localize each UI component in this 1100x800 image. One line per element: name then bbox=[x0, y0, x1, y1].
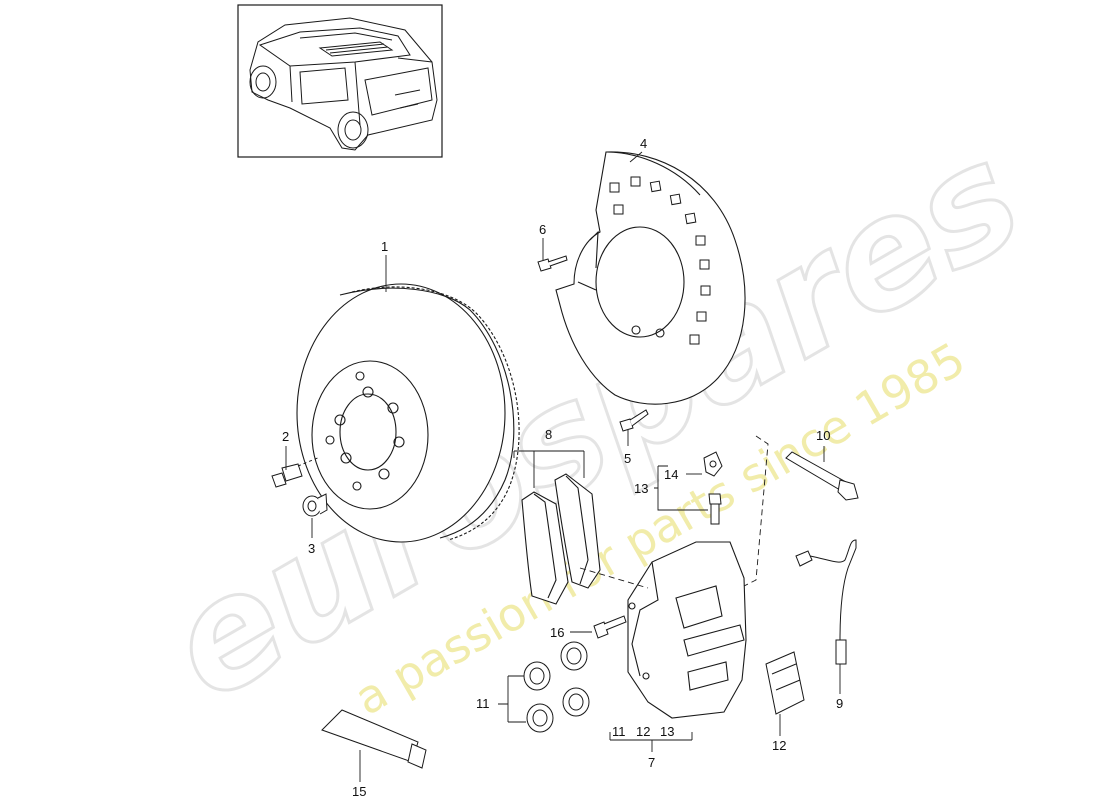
caliper-bolt-10 bbox=[785, 451, 859, 501]
brake-caliper bbox=[627, 541, 747, 719]
watermark-brand: eurospares bbox=[140, 110, 1048, 735]
wear-sensor-9 bbox=[795, 539, 857, 665]
screw-5 bbox=[619, 409, 649, 432]
screw-6 bbox=[537, 255, 568, 272]
pad-spring-12 bbox=[765, 651, 805, 715]
callout-6: 6 bbox=[539, 222, 546, 237]
piston-seals bbox=[523, 641, 590, 733]
leader-lines bbox=[285, 151, 841, 782]
vehicle-thumbnail bbox=[237, 4, 443, 158]
callout-1: 1 bbox=[381, 239, 388, 254]
grease-tube-15 bbox=[321, 709, 427, 769]
callout-16: 16 bbox=[550, 625, 564, 640]
callout-4: 4 bbox=[640, 136, 647, 151]
callout-9: 9 bbox=[836, 696, 843, 711]
suv-illustration bbox=[249, 17, 438, 151]
callouts: 1 2 3 4 5 6 7 8 9 10 11 12 13 14 15 16 1… bbox=[282, 136, 843, 799]
callout-7-sub-13: 13 bbox=[660, 724, 674, 739]
bolt-16 bbox=[593, 615, 627, 639]
callout-15: 15 bbox=[352, 784, 366, 799]
brake-pad-set bbox=[521, 473, 601, 605]
dust-shield bbox=[555, 151, 746, 405]
callout-2: 2 bbox=[282, 429, 289, 444]
callout-14: 14 bbox=[664, 467, 678, 482]
callout-5: 5 bbox=[624, 451, 631, 466]
bracket-14 bbox=[703, 451, 723, 477]
callout-7-sub-11: 11 bbox=[612, 724, 626, 739]
callout-10: 10 bbox=[816, 428, 830, 443]
thumbnail-frame bbox=[237, 4, 443, 158]
callout-13: 13 bbox=[634, 481, 648, 496]
shield-vent-slots bbox=[609, 176, 711, 345]
callout-8: 8 bbox=[545, 427, 552, 442]
plug-3 bbox=[302, 493, 328, 517]
callout-7: 7 bbox=[648, 755, 655, 770]
callout-12: 12 bbox=[772, 738, 786, 753]
callout-11: 11 bbox=[476, 696, 490, 711]
callout-3: 3 bbox=[308, 541, 315, 556]
brake-disc bbox=[296, 283, 520, 543]
bolt-13 bbox=[708, 493, 722, 525]
callout-7-sub-12: 12 bbox=[636, 724, 650, 739]
screw-2 bbox=[271, 456, 321, 488]
